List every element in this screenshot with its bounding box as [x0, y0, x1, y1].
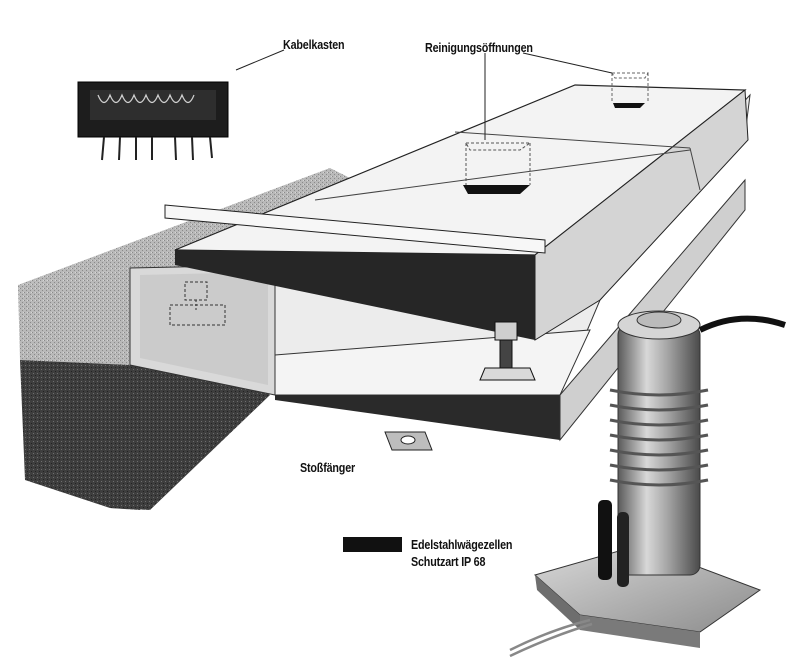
cover-rail [164, 204, 546, 254]
hidden-load-cell [169, 281, 226, 326]
leader-lines [235, 49, 613, 140]
bumper-part [384, 431, 433, 451]
cable-box-label: Kabelkasten [283, 38, 345, 52]
legend-swatch [343, 537, 402, 552]
cable-box [77, 81, 229, 161]
cleaning-openings-label: Reinigungsöffnungen [425, 41, 533, 55]
pit-rim [129, 264, 276, 396]
cleaning-openings [463, 72, 649, 194]
bumper-label: Stoßfänger [300, 461, 356, 475]
weighing-platform [174, 84, 749, 341]
platform-load-cell [479, 321, 536, 381]
protection-class-label: Schutzart IP 68 [411, 555, 486, 569]
load-cells-label: Edelstahlwägezellen [411, 538, 513, 552]
load-cell-photo [509, 310, 786, 657]
